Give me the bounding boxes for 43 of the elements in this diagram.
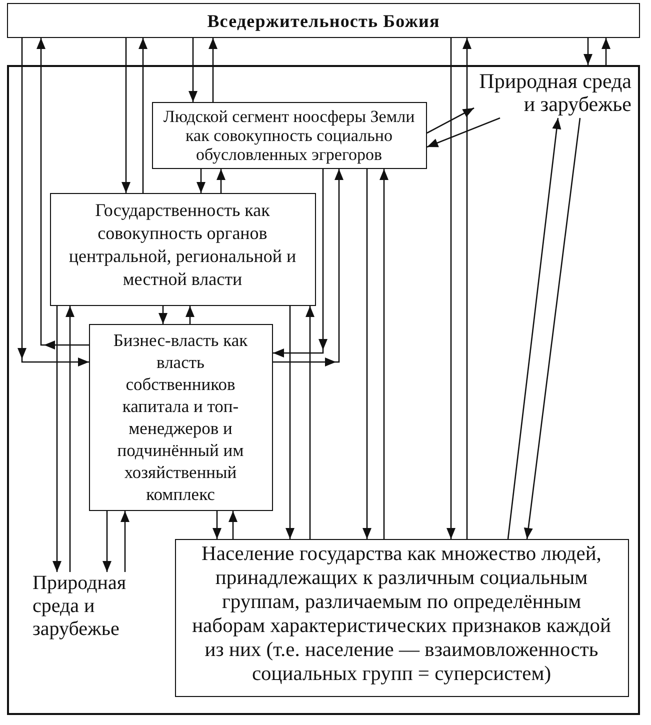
concept-label: Государственность как совокупность органов центральной, региональной и местной власти	[68, 199, 298, 291]
heading-banner	[7, 3, 640, 38]
arrow	[286, 306, 294, 539]
arrow	[66, 306, 74, 572]
arrow	[52, 306, 62, 572]
arrow	[138, 38, 148, 193]
arrow	[380, 169, 388, 539]
arrow	[584, 38, 592, 65]
arrow	[426, 117, 500, 148]
arrow	[102, 511, 112, 572]
heading-text: Вседержительность Божия	[207, 10, 440, 32]
arrow	[208, 38, 218, 102]
arrow	[212, 511, 222, 539]
arrow	[120, 511, 130, 572]
arrow	[602, 38, 610, 65]
arrow	[188, 38, 198, 102]
concept-box	[174, 538, 628, 696]
arrow	[446, 38, 456, 539]
concept-label: Население государства как множество людей, принадлежащих к различным социальным группам, различаемым по определённым наборам характеристических признаков каждой из них (т.е. население — взаимовложенность социальных групп = суперсистем)	[191, 542, 612, 686]
concept-box	[50, 192, 316, 306]
arrow	[196, 169, 206, 193]
concept-label: Людской сегмент ноосферы Земли как совокупность социально обусловленных эгрегоров	[162, 106, 416, 164]
frame-outline	[7, 65, 640, 715]
arrow	[462, 38, 472, 539]
arrow	[216, 169, 226, 193]
concept-box	[88, 324, 272, 510]
concept-box	[152, 102, 426, 168]
arrow	[18, 38, 89, 366]
arrow	[426, 107, 474, 134]
arrow	[273, 169, 328, 358]
arrow	[524, 118, 581, 540]
arrow	[158, 306, 168, 324]
environment-label: Природная среда и зарубежье	[474, 70, 632, 118]
arrow	[273, 169, 344, 366]
arrow	[507, 118, 562, 540]
arrow	[122, 38, 130, 193]
concept-label: Бизнес-власть как власть собственников капитала и топ-менеджеров и подчинённый им хозяйственный комплекс	[112, 329, 249, 505]
arrow	[186, 306, 194, 324]
arrow	[228, 511, 238, 539]
arrow	[36, 38, 89, 350]
environment-label: Природная среда и зарубежье	[32, 572, 138, 646]
arrow	[306, 306, 314, 539]
arrow	[362, 169, 372, 539]
